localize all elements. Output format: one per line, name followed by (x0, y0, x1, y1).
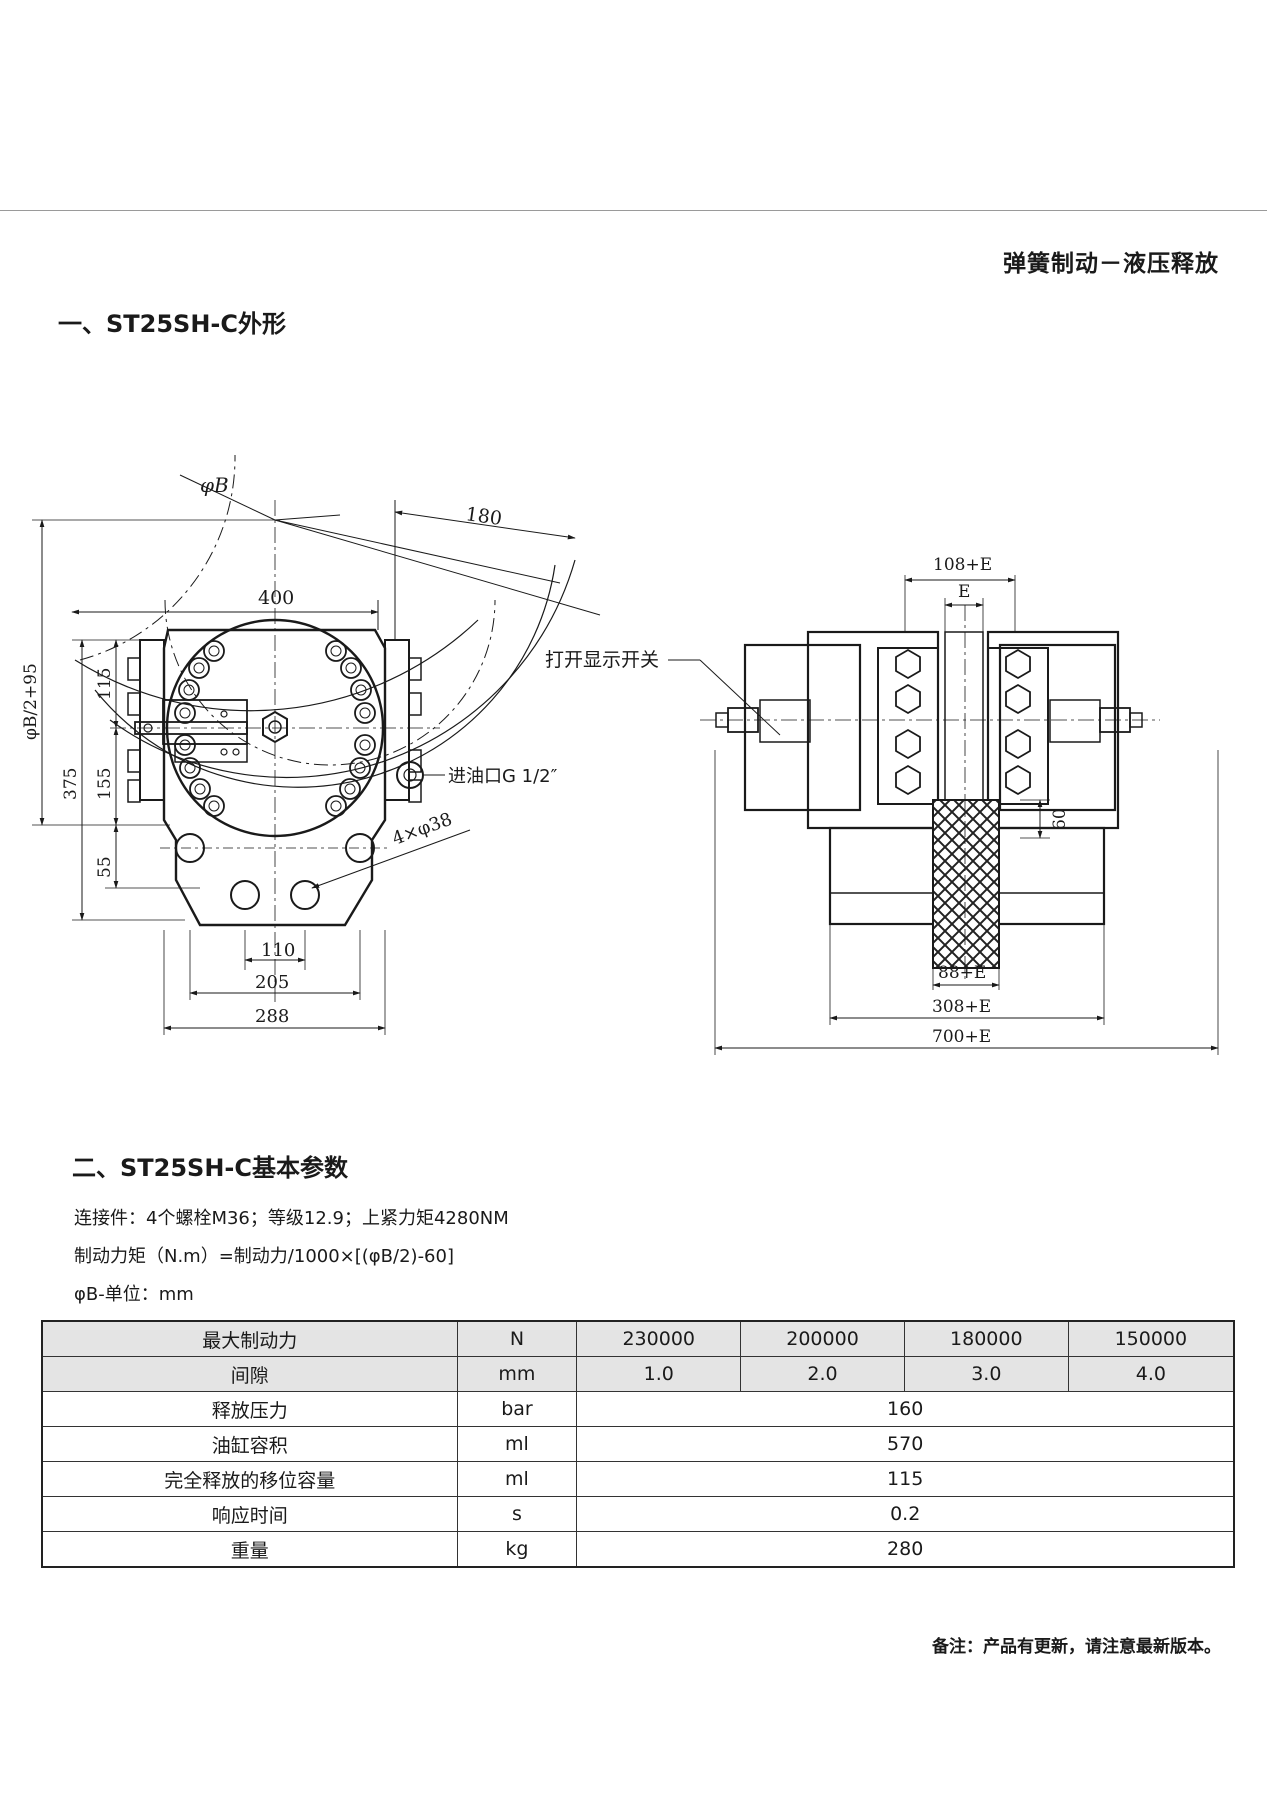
param-value: 2.0 (740, 1356, 905, 1392)
table-row: 响应时间 s 0.2 (41, 1496, 1235, 1532)
note-phi-b-unit: φB-单位：mm (74, 1284, 194, 1305)
table-row: 完全释放的移位容量 ml 115 (41, 1461, 1235, 1497)
param-value: 570 (576, 1426, 1235, 1462)
right-view (668, 575, 1219, 1055)
note-fasteners: 连接件：4个螺栓M36；等级12.9；上紧力矩4280NM (74, 1208, 509, 1229)
footnote: 备注：产品有更新，请注意最新版本。 (932, 1637, 1221, 1657)
param-label: 油缸容积 (41, 1426, 458, 1462)
table-row: 油缸容积 ml 570 (41, 1426, 1235, 1462)
dim-phi-b-half: φB/2+95 (21, 663, 41, 740)
param-value: 0.2 (576, 1496, 1235, 1532)
param-label: 响应时间 (41, 1496, 458, 1532)
dim-60: 60 (1050, 808, 1070, 830)
dim-308e: 308+E (932, 997, 991, 1017)
dim-155: 155 (95, 768, 115, 800)
dim-e: E (958, 582, 970, 602)
table-row: 间隙 mm 1.0 2.0 3.0 4.0 (41, 1356, 1235, 1392)
param-value: 160 (576, 1391, 1235, 1427)
dim-110: 110 (261, 940, 295, 961)
param-unit: mm (456, 1356, 578, 1392)
param-unit: ml (456, 1426, 578, 1462)
param-label: 间隙 (41, 1356, 458, 1392)
left-view (32, 454, 601, 1035)
param-label: 释放压力 (41, 1391, 458, 1427)
dim-375: 375 (61, 768, 81, 800)
open-switch-label: 打开显示开关 (545, 649, 659, 671)
top-divider (0, 210, 1267, 211)
page-category: 弹簧制动－液压释放 (1003, 251, 1219, 277)
param-value: 3.0 (903, 1356, 1069, 1392)
dim-288: 288 (255, 1006, 289, 1027)
params-table: 最大制动力 N 230000 200000 180000 150000 间隙 m… (41, 1320, 1235, 1568)
table-row: 最大制动力 N 230000 200000 180000 150000 (41, 1320, 1235, 1357)
param-unit: N (456, 1320, 578, 1357)
param-unit: kg (456, 1531, 578, 1568)
dim-700e: 700+E (932, 1027, 991, 1047)
section-title-outline: 一、ST25SH-C外形 (58, 310, 286, 338)
param-label: 重量 (41, 1531, 458, 1568)
dim-400: 400 (258, 587, 294, 609)
dim-180: 180 (464, 503, 503, 530)
dim-205: 205 (255, 972, 289, 993)
dim-phi-b: φB (200, 473, 229, 497)
param-value: 4.0 (1067, 1356, 1235, 1392)
dim-holes: 4×φ38 (390, 809, 455, 850)
param-value: 115 (576, 1461, 1235, 1497)
section-title-params: 二、ST25SH-C基本参数 (72, 1154, 348, 1182)
param-value: 200000 (740, 1320, 905, 1357)
param-unit: ml (456, 1461, 578, 1497)
param-value: 230000 (576, 1320, 742, 1357)
param-value: 150000 (1067, 1320, 1235, 1357)
dim-55: 55 (95, 856, 115, 878)
param-unit: bar (456, 1391, 578, 1427)
technical-drawing: φB 180 400 φB/2+95 115 375 155 55 4×φ38 … (21, 454, 1219, 1055)
param-value: 1.0 (576, 1356, 742, 1392)
param-unit: s (456, 1496, 578, 1532)
param-value: 280 (576, 1531, 1235, 1568)
oil-inlet-label: 进油口G 1/2″ (448, 766, 558, 787)
param-label: 完全释放的移位容量 (41, 1461, 458, 1497)
dim-115: 115 (95, 668, 115, 700)
param-label: 最大制动力 (41, 1320, 458, 1357)
table-row: 释放压力 bar 160 (41, 1391, 1235, 1427)
note-torque-formula: 制动力矩（N.m）=制动力/1000×[(φB/2)-60] (74, 1246, 454, 1267)
param-value: 180000 (903, 1320, 1069, 1357)
dim-88e: 88+E (938, 963, 986, 983)
dim-108e: 108+E (933, 555, 992, 575)
table-row: 重量 kg 280 (41, 1531, 1235, 1568)
